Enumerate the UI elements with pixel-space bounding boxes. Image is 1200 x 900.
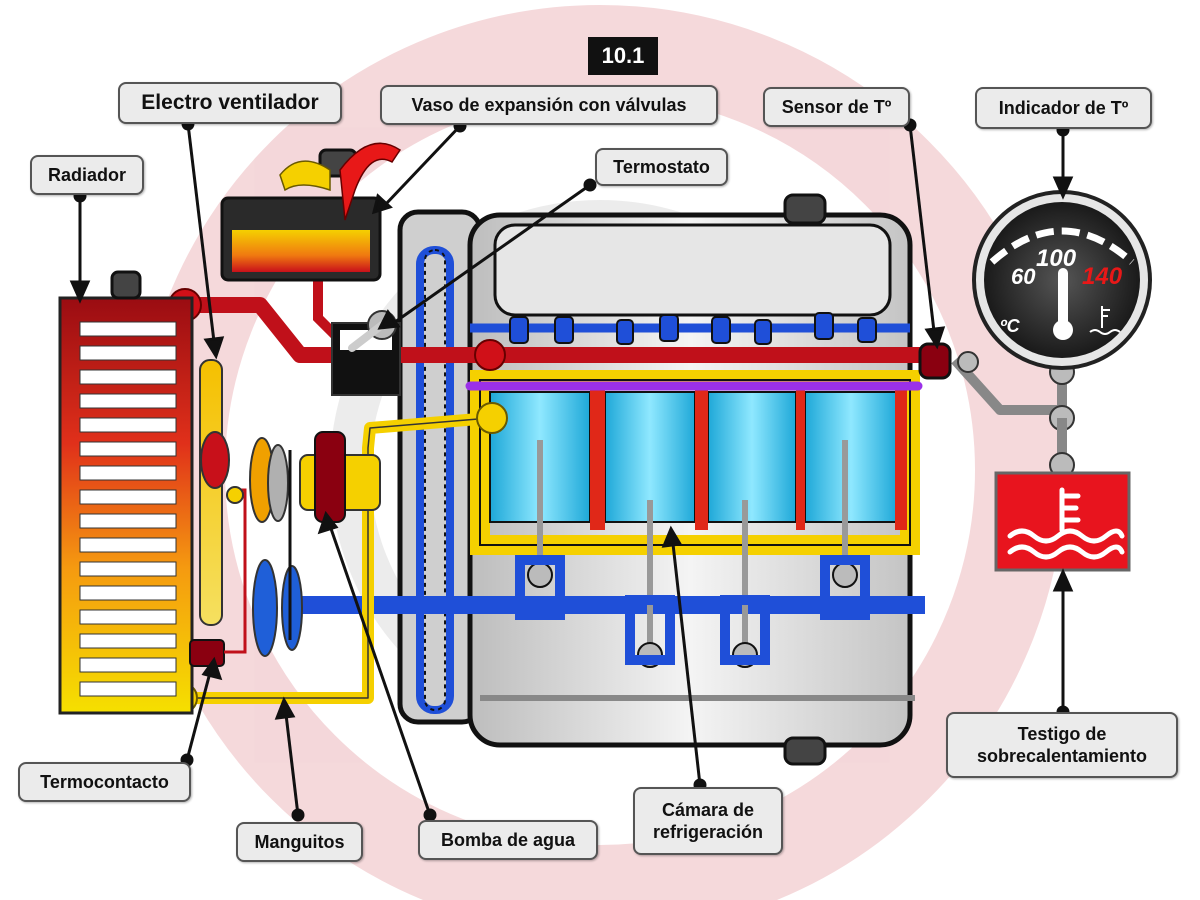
label-radiador: Radiador xyxy=(30,155,144,195)
camshaft xyxy=(470,312,910,345)
label-termocontacto: Termocontacto xyxy=(18,762,191,802)
label-testigo-line1: Testigo de xyxy=(1017,723,1107,744)
gauge-unit: ºC xyxy=(1000,316,1021,336)
label-camara-line2: refrigeración xyxy=(652,822,764,842)
label-manguitos: Manguitos xyxy=(236,822,363,862)
label-termostato: Termostato xyxy=(595,148,728,186)
coolant-temp-icon xyxy=(1089,306,1121,335)
label-indicador-temp: Indicador de Tº xyxy=(975,87,1152,129)
timing-belt xyxy=(416,246,454,714)
label-testigo-line2: sobrecalentamiento xyxy=(976,746,1148,766)
water-pump xyxy=(249,431,381,657)
temperature-gauge: 60 100 140 ºC xyxy=(972,190,1152,370)
label-bomba-agua: Bomba de agua xyxy=(418,820,598,860)
figure-number: 10.1 xyxy=(588,37,658,75)
label-camara-refrigeracion: Cámara de refrigeración xyxy=(633,787,783,855)
label-camara-line1: Cámara de xyxy=(661,799,755,820)
label-vaso-expansion: Vaso de expansión con válvulas xyxy=(380,85,718,125)
gauge-mark-140: 140 xyxy=(1082,263,1123,290)
electric-fan xyxy=(199,359,244,626)
thermostat xyxy=(331,310,401,396)
gauge-mark-60: 60 xyxy=(1011,264,1036,289)
crankshaft xyxy=(300,440,925,668)
label-testigo-sobrecalentamiento: Testigo de sobrecalentamiento xyxy=(946,712,1178,778)
radiator xyxy=(58,270,194,715)
label-sensor-temp: Sensor de Tº xyxy=(763,87,910,127)
expansion-tank xyxy=(220,142,402,282)
gauge-mark-100: 100 xyxy=(1036,245,1077,272)
overheat-warning-lamp xyxy=(994,471,1131,572)
leader-lines xyxy=(69,117,1074,822)
label-electro-ventilador: Electro ventilador xyxy=(118,82,342,124)
